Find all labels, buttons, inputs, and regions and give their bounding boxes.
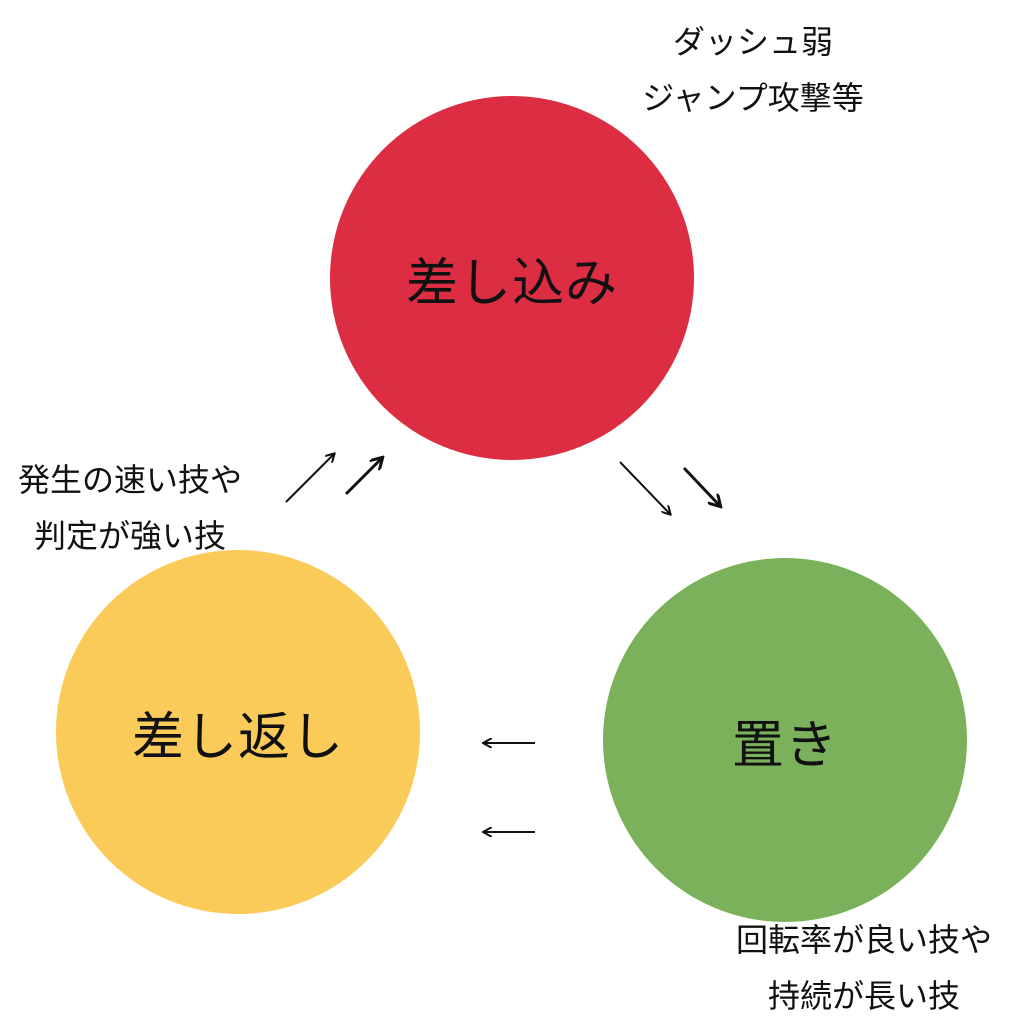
note-insert: ダッシュ弱 ジャンプ攻撃等 xyxy=(622,14,884,126)
note-counter: 発生の速い技や 判定が強い技 xyxy=(4,452,256,564)
node-insert: 差し込み xyxy=(330,96,694,460)
note-counter-line-2: 判定が強い技 xyxy=(33,517,226,555)
arrow-insert-to-place-1 xyxy=(619,461,670,514)
node-counter: 差し返し xyxy=(56,550,420,914)
note-insert-line-1: ダッシュ弱 xyxy=(672,23,833,61)
note-insert-line-2: ジャンプ攻撃等 xyxy=(642,79,864,117)
arrow-insert-to-place-2 xyxy=(682,466,720,506)
node-place: 置き xyxy=(603,558,967,922)
node-counter-label: 差し返し xyxy=(131,707,344,768)
note-place-line-2: 持続が長い技 xyxy=(767,977,960,1015)
note-place: 回転率が良い技や 持続が長い技 xyxy=(720,912,1008,1024)
node-place-label: 置き xyxy=(731,715,838,776)
arrow-counter-to-insert-2 xyxy=(344,458,382,496)
arrow-counter-to-insert-1 xyxy=(285,454,334,503)
node-insert-label: 差し込み xyxy=(405,253,618,314)
note-counter-line-1: 発生の速い技や xyxy=(17,461,242,499)
note-place-line-1: 回転率が良い技や xyxy=(735,921,992,959)
